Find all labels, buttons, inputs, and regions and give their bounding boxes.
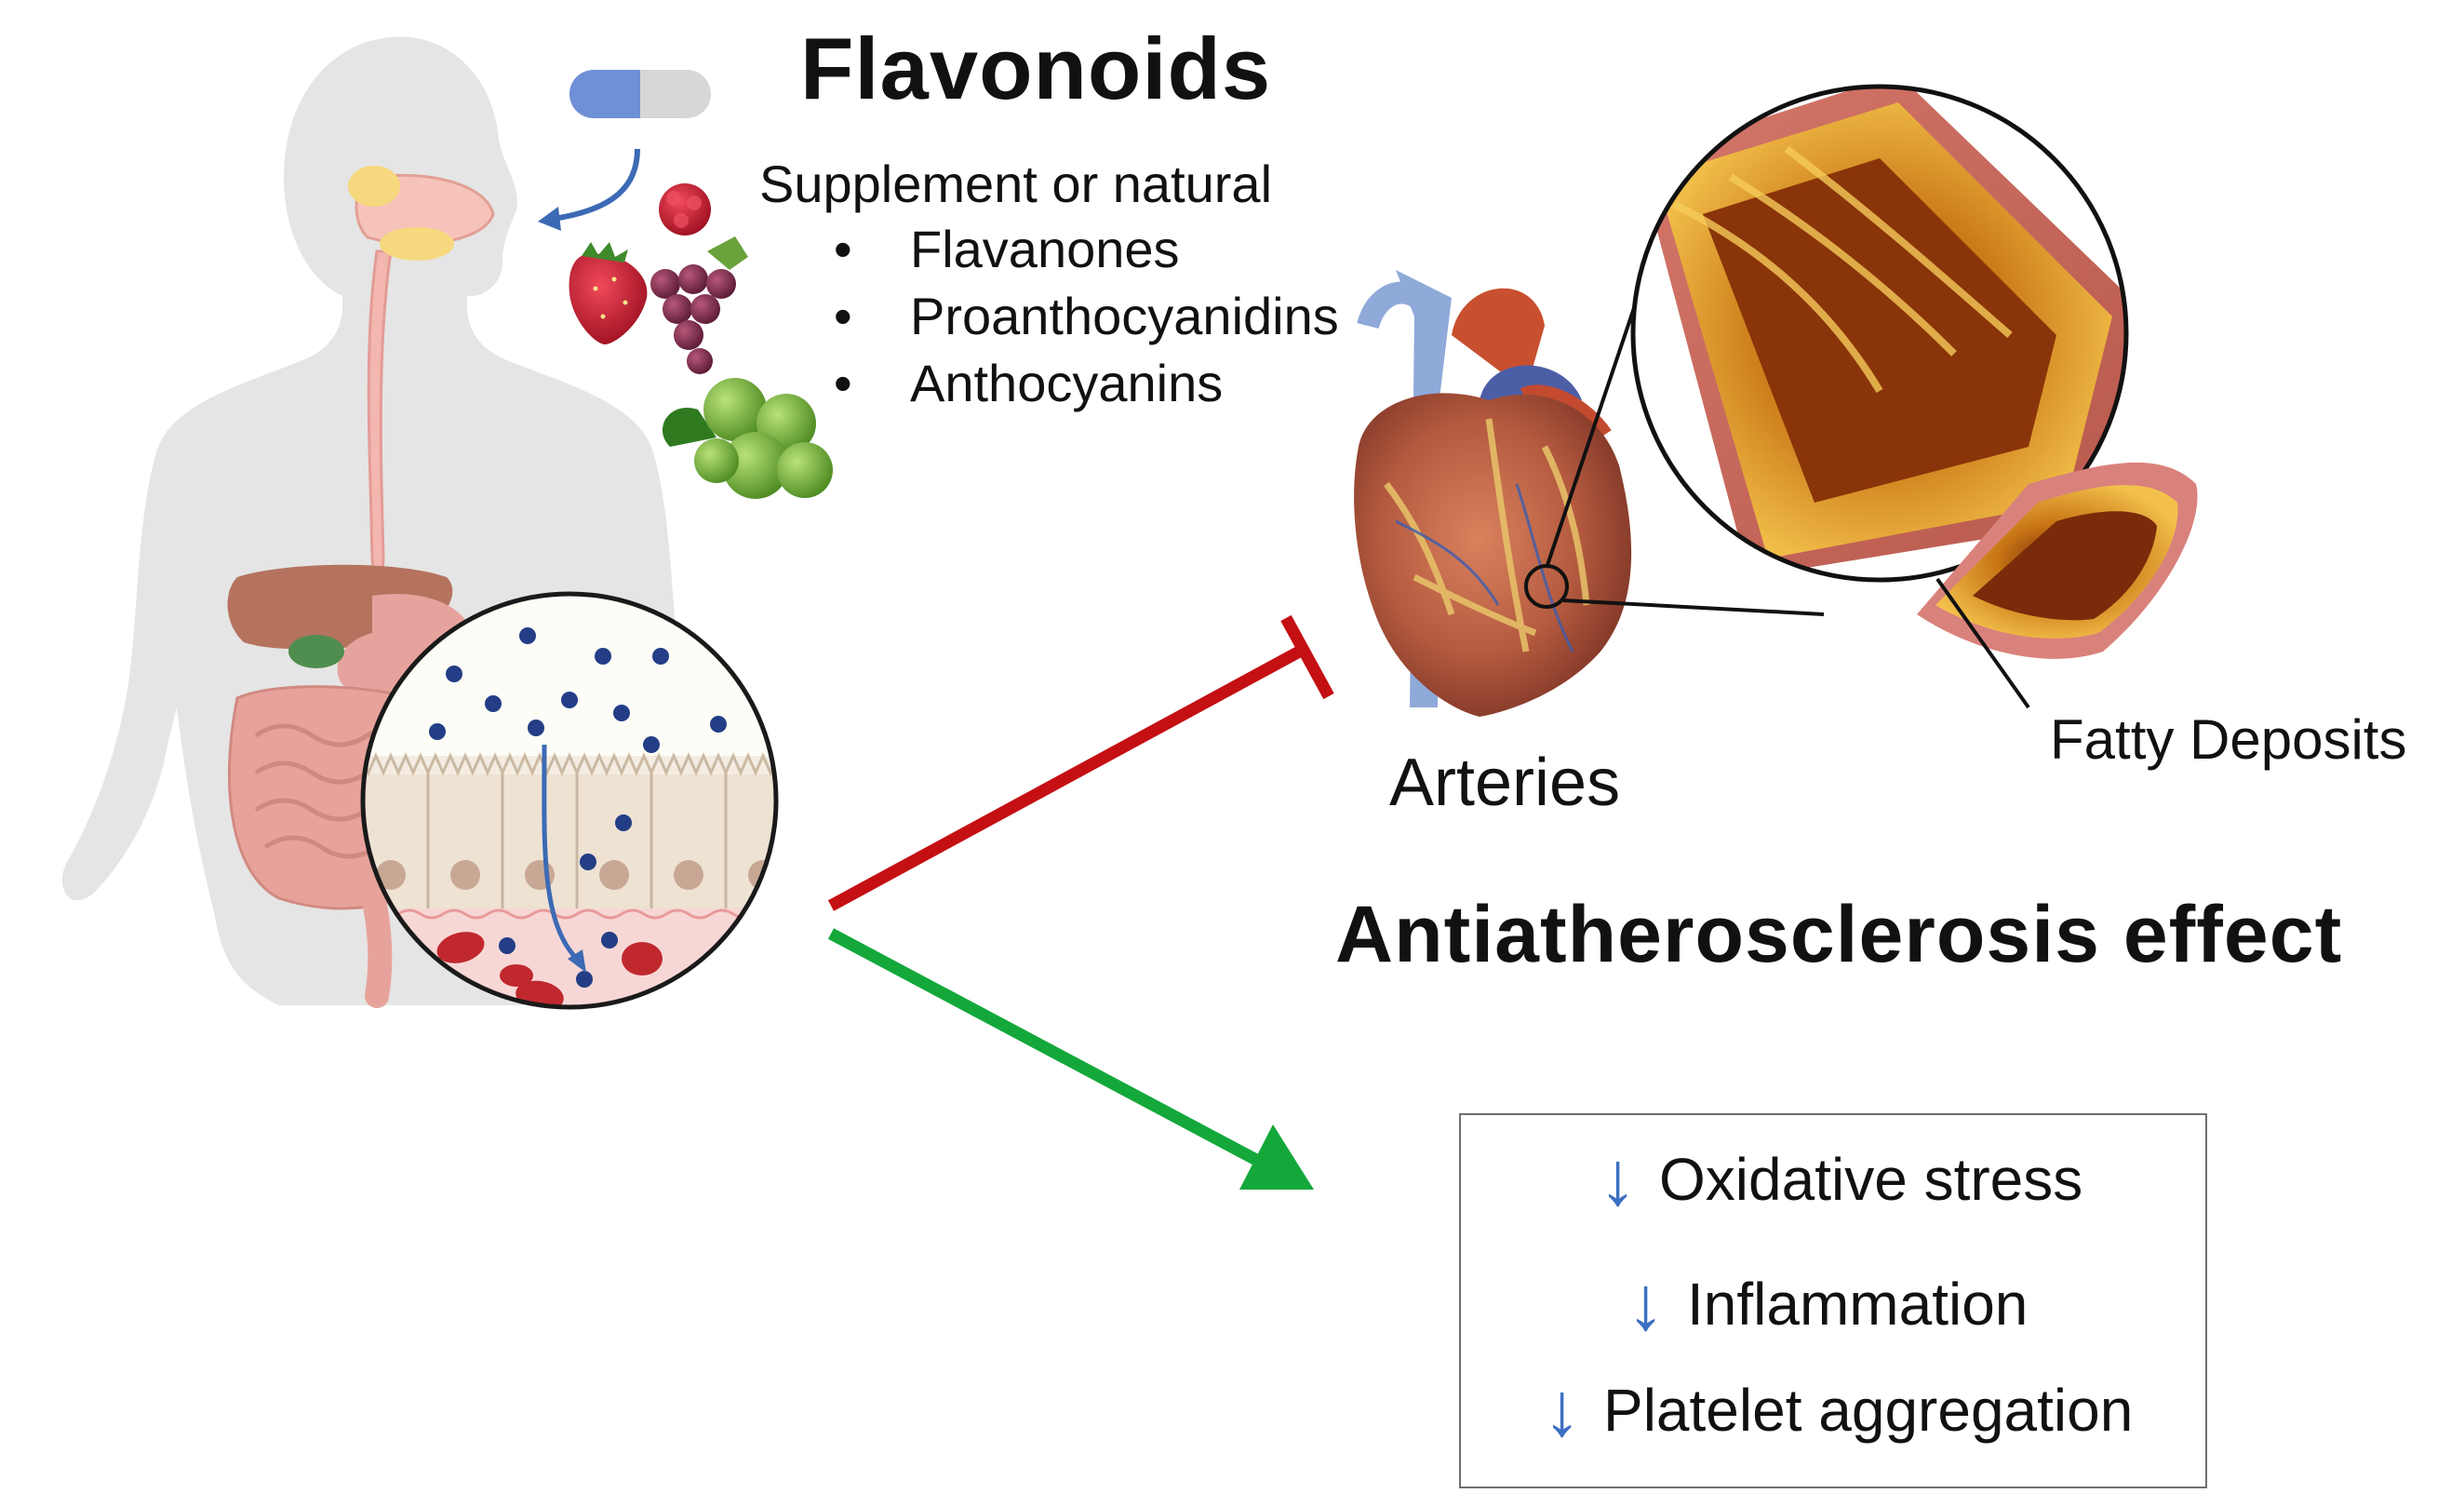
effect-title: Antiatherosclerosis effect	[1335, 890, 2343, 979]
effect-item: ↓ Inflammation	[1627, 1266, 2028, 1342]
arteries-label: Arteries	[1389, 746, 1621, 820]
raspberry-icon	[659, 183, 711, 235]
bullet-icon: •	[834, 354, 852, 412]
flavonoid-class-label: Flavanones	[910, 220, 1180, 278]
intestinal-absorption-circle	[360, 591, 779, 1010]
bullet-icon: •	[834, 287, 852, 345]
fatty-deposits-label: Fatty Deposits	[2050, 708, 2407, 771]
bergamot-icon	[662, 378, 833, 499]
flavonoid-class-list: • Flavanones • Proanthocyanidins • Anthocya…	[834, 216, 1339, 417]
heart-illustration	[1354, 270, 1632, 717]
flavonoid-class-item: • Anthocyanins	[834, 350, 1339, 417]
flavonoid-source-label: Supplement or natural	[759, 155, 1273, 213]
effect-label: Oxidative stress	[1659, 1146, 2083, 1213]
effect-item: ↓ Oxidative stress	[1599, 1141, 2082, 1218]
effect-label: Platelet aggregation	[1603, 1377, 2134, 1444]
diagram-title: Flavonoids	[800, 20, 1272, 117]
capsule-icon	[569, 70, 711, 118]
effect-label: Inflammation	[1687, 1271, 2029, 1338]
flavonoid-class-label: Proanthocyanidins	[910, 287, 1339, 345]
artery-cross-section-zoom	[1630, 84, 2198, 709]
flavonoid-class-label: Anthocyanins	[910, 354, 1224, 412]
grape-bunch-icon	[650, 236, 748, 374]
down-arrow-icon: ↓	[1599, 1137, 1637, 1221]
inhibition-arrow-icon	[827, 614, 1334, 911]
effect-item: ↓ Platelet aggregation	[1543, 1372, 2133, 1448]
strawberry-icon	[569, 242, 648, 344]
ingestion-arrowhead	[538, 207, 561, 231]
down-arrow-icon: ↓	[1627, 1261, 1665, 1346]
flavonoid-class-item: • Proanthocyanidins	[834, 283, 1339, 350]
bullet-icon: •	[834, 220, 852, 278]
ingestion-arrow-icon	[553, 148, 640, 222]
down-arrow-icon: ↓	[1543, 1367, 1581, 1452]
flavonoid-class-item: • Flavanones	[834, 216, 1339, 283]
green-arrow-icon	[827, 928, 1314, 1190]
effects-box: ↓ Oxidative stress ↓ Inflammation ↓ Plat…	[1459, 1113, 2207, 1488]
